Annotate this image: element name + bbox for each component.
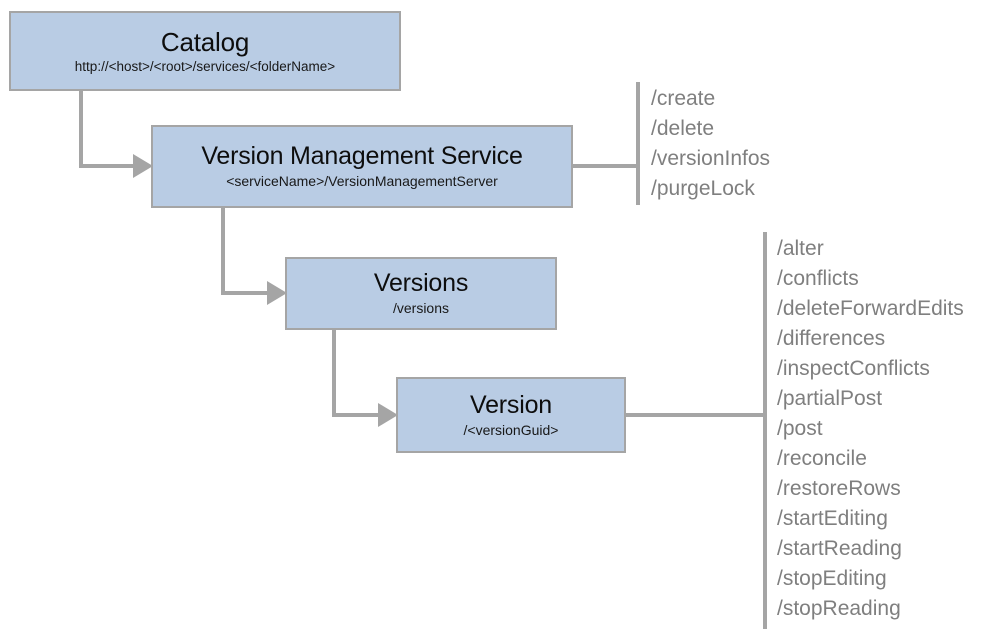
node-catalog-subtitle: http://<host>/<root>/services/<folderNam… [74,58,336,74]
node-version-management-service-subtitle: <serviceName>/VersionManagementServer [226,173,498,190]
node-catalog[interactable]: Catalog http://<host>/<root>/services/<f… [10,12,400,90]
operation-item[interactable]: /startReading [777,537,902,560]
node-version-title: Version [470,390,552,419]
node-version[interactable]: Version /<versionGuid> [397,378,625,452]
operation-item[interactable]: /inspectConflicts [777,357,930,380]
operation-list-version: /alter/conflicts/deleteForwardEdits/diff… [777,234,964,624]
operation-item[interactable]: /alter [777,237,824,260]
connector-versions-to-version [332,329,398,427]
operation-item[interactable]: /conflicts [777,267,859,290]
operation-item[interactable]: /startEditing [777,507,888,530]
operation-list-service: /create/delete/versionInfos/purgeLock [651,84,770,204]
operation-item[interactable]: /stopEditing [777,567,887,590]
connector-catalog-to-service [79,90,153,178]
operation-item[interactable]: /create [651,87,716,110]
operation-item[interactable]: /versionInfos [651,147,771,170]
operation-item[interactable]: /partialPost [777,387,883,410]
operation-item[interactable]: /deleteForwardEdits [777,297,964,320]
node-versions-subtitle: /versions [392,300,450,317]
operation-item[interactable]: /differences [777,327,886,350]
operation-item[interactable]: /stopReading [777,597,901,620]
operation-item[interactable]: /post [777,417,823,440]
node-version-management-service[interactable]: Version Management Service <serviceName>… [152,126,572,207]
operation-item[interactable]: /reconcile [777,447,867,470]
operation-item[interactable]: /delete [651,117,715,140]
operation-item[interactable]: /purgeLock [651,177,755,200]
connector-service-to-operations [572,82,640,205]
connector-service-to-versions [221,207,287,305]
node-versions[interactable]: Versions /versions [286,258,556,329]
operation-item[interactable]: /restoreRows [777,477,901,500]
node-version-management-service-title: Version Management Service [201,142,523,171]
connector-version-to-operations [625,232,767,629]
node-catalog-title: Catalog [160,26,250,57]
node-versions-title: Versions [373,269,469,298]
node-version-subtitle: /<versionGuid> [463,421,559,438]
